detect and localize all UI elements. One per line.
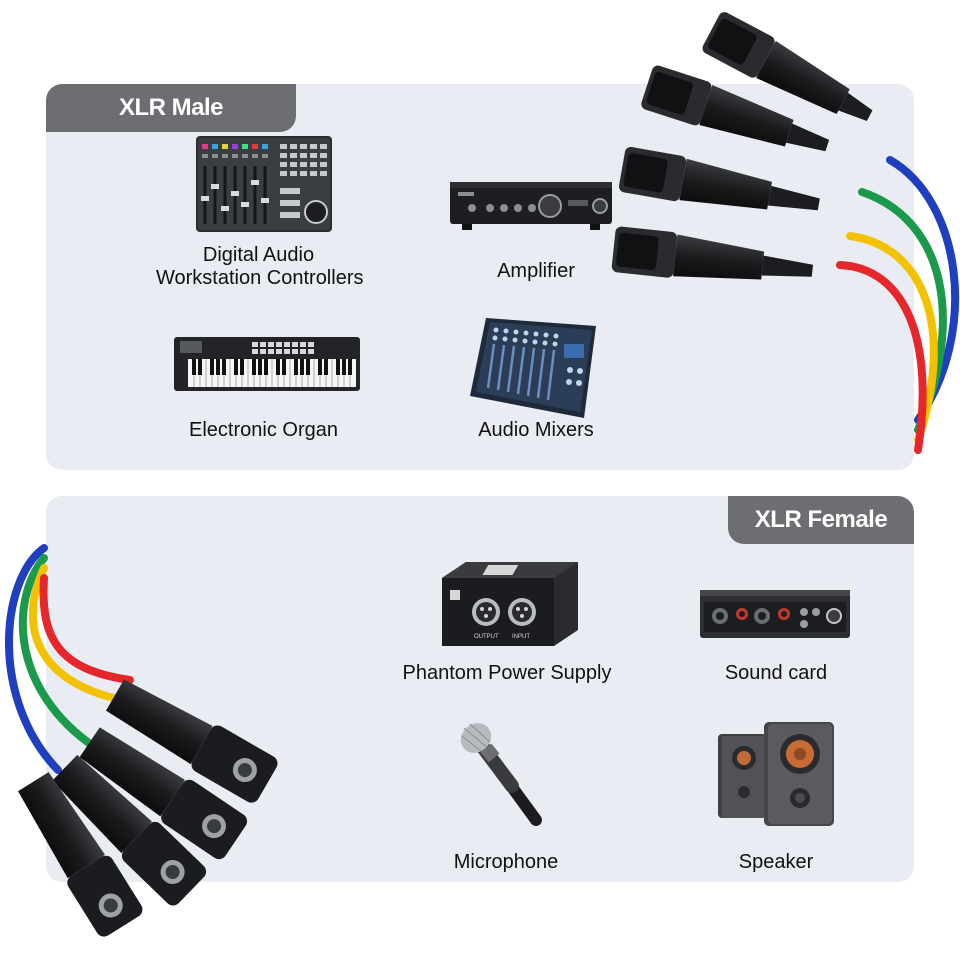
xlr-female-tab: XLR Female xyxy=(728,496,914,544)
xlr-female-panel: XLR Female OUTPUT INPUT Phantom Power Su… xyxy=(46,496,914,882)
phantom-power-label: Phantom Power Supply xyxy=(402,662,612,684)
mixer-icon xyxy=(470,318,596,418)
xlr-male-panel: XLR Male xyxy=(46,84,914,470)
daw-controller-label-line1: Digital Audio xyxy=(202,244,315,266)
amplifier-label: Amplifier xyxy=(497,260,575,282)
microphone-icon xyxy=(460,723,542,826)
amplifier-icon xyxy=(450,182,612,230)
daw-controller-icon xyxy=(196,136,332,232)
speaker-label: Speaker xyxy=(738,851,814,873)
output-print: OUTPUT xyxy=(474,634,499,640)
microphone-label: Microphone xyxy=(453,851,559,873)
keyboard-icon xyxy=(174,337,360,391)
sound-card-icon xyxy=(700,590,850,638)
audio-mixers-label: Audio Mixers xyxy=(478,419,594,441)
daw-controller-label-line2: Workstation Controllers xyxy=(156,267,364,289)
input-print: INPUT xyxy=(512,634,530,640)
sound-card-label: Sound card xyxy=(724,662,828,684)
phantom-power-icon: OUTPUT INPUT xyxy=(442,562,578,646)
electronic-organ-label: Electronic Organ xyxy=(189,419,338,441)
xlr-male-tab: XLR Male xyxy=(46,84,296,132)
speaker-icon xyxy=(718,722,834,826)
daw-controller-label: Digital Audio Workstation Controllers xyxy=(156,244,364,290)
